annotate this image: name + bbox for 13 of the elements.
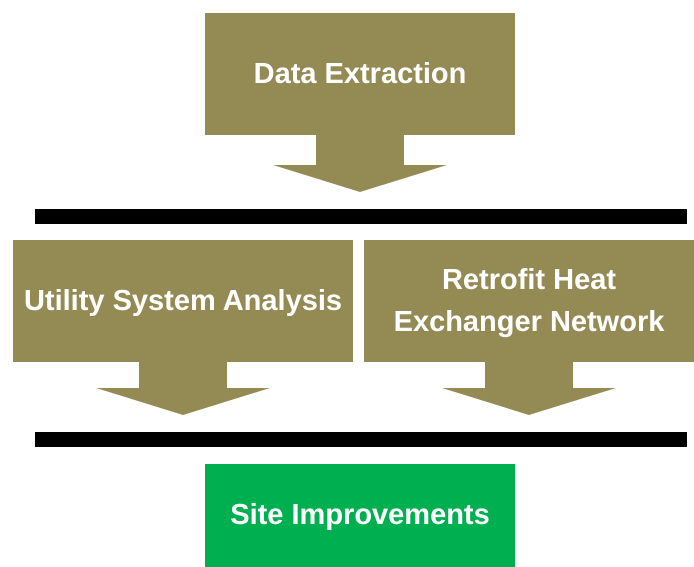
block-arrow [442,362,616,415]
process-box [13,240,353,362]
block-arrow [96,362,270,415]
process-box [205,464,515,567]
box-label: Utility System Analysis [24,284,342,319]
process-box [364,240,694,362]
divider-bar [35,432,687,447]
process-box [205,13,515,135]
box-label: Data Extraction [254,56,466,92]
box-label: Retrofit Heat Exchanger Network [392,262,666,340]
box-label: Site Improvements [230,498,490,534]
divider-bar [35,209,687,224]
block-arrow [273,135,447,192]
